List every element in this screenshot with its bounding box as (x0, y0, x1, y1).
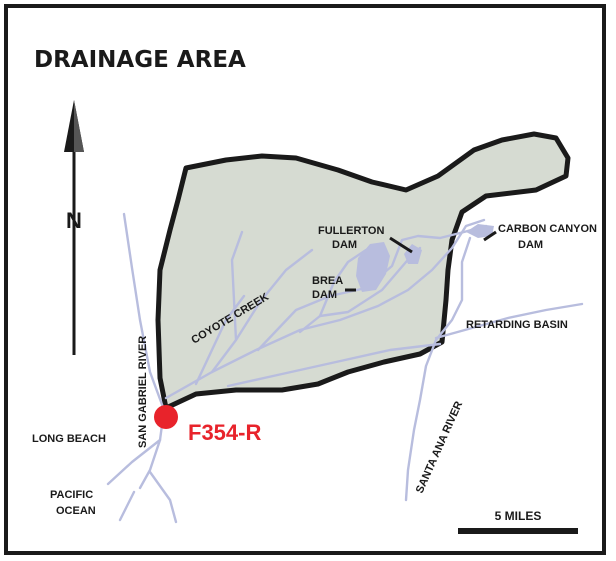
fullerton-dam-leader (389, 236, 413, 254)
fullerton-dam-label-line1: FULLERTON (318, 225, 384, 237)
santa-ana-river-label: SANTA ANA RIVER (414, 399, 465, 495)
brea-dam-label-line2: DAM (312, 289, 337, 301)
carbon-canyon-dam-leader (483, 230, 497, 242)
retarding-basin-label: RETARDING BASIN (466, 319, 568, 331)
pacific-ocean-label-line2: OCEAN (56, 505, 96, 517)
north-label: N (66, 208, 82, 233)
north-arrow-icon: N (64, 100, 84, 355)
pacific-ocean-label-line1: PACIFIC (50, 489, 93, 501)
map-title: DRAINAGE AREA (34, 47, 246, 73)
carbon-canyon-label-line2: DAM (518, 239, 543, 251)
brea-dam-label-line1: BREA (312, 275, 343, 287)
scale-label: 5 MILES (495, 509, 542, 523)
carbon-canyon-label-line1: CARBON CANYON (498, 223, 597, 235)
fullerton-dam-label-line2: DAM (332, 239, 357, 251)
san-gabriel-river-label: SAN GABRIEL RIVER (137, 336, 149, 448)
station-label: F354-R (188, 420, 261, 445)
scale-bar-icon: 5 MILES (458, 509, 578, 534)
long-beach-label: LONG BEACH (32, 433, 106, 445)
station-marker-icon (154, 405, 178, 429)
